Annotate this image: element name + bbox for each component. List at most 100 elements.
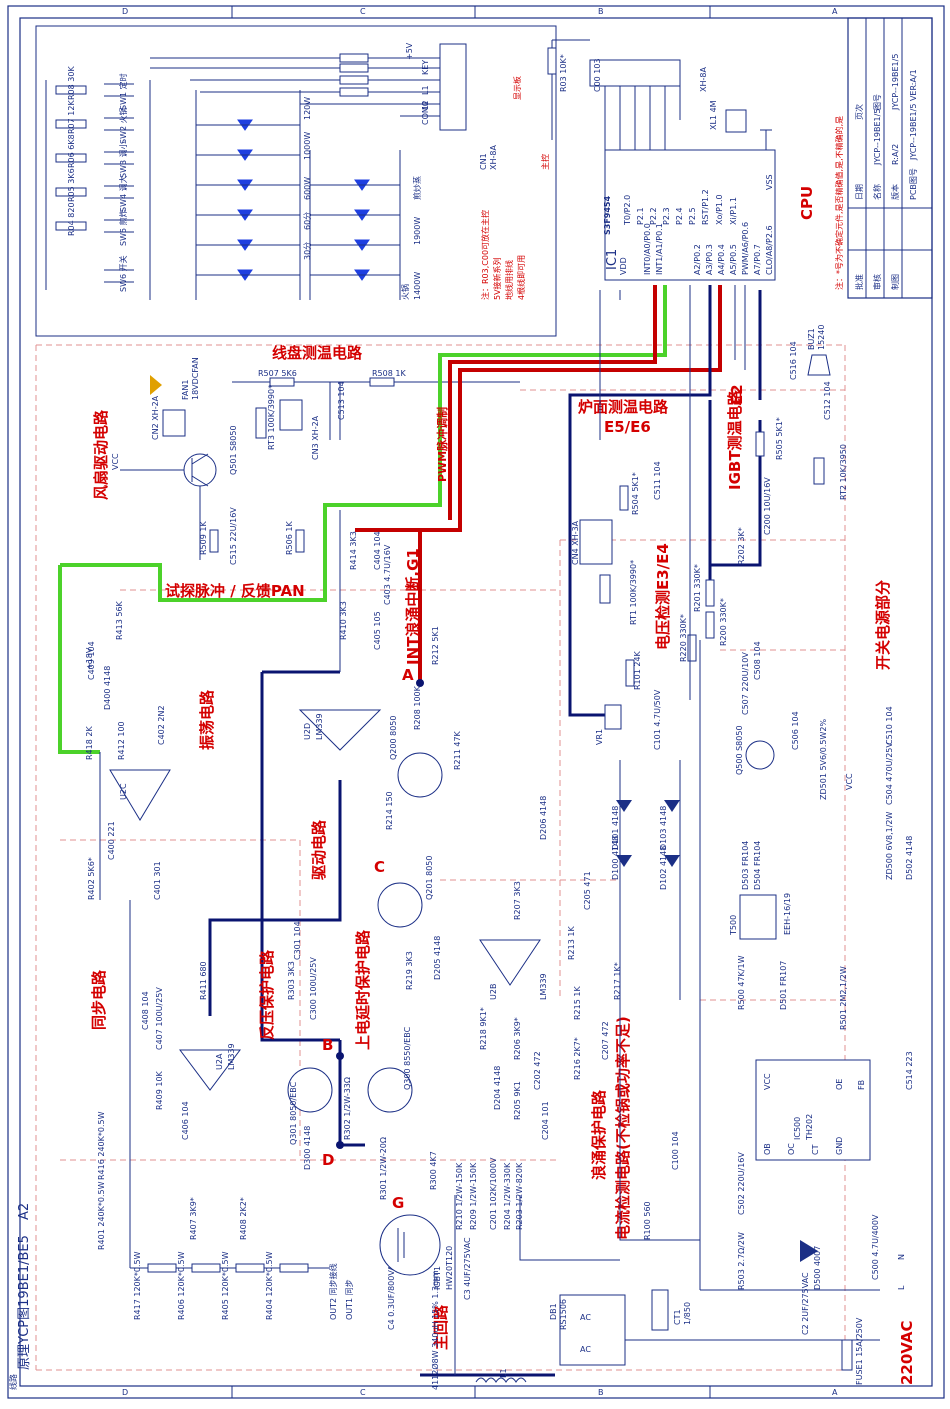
component-label: C515 22U/16V <box>229 507 238 565</box>
component-label: R216 2K7* <box>573 1037 582 1080</box>
component-label: R204 1/2W-330K <box>503 1162 512 1230</box>
component-label: P2.4 <box>675 207 684 225</box>
switch-resistor: R07 12K <box>67 100 76 134</box>
component-label: 名称 <box>872 184 882 200</box>
section-title-igbt-temp: IGBT测温电路 <box>726 389 744 490</box>
component-label: BUZ1 <box>807 328 816 350</box>
component-label: C500 4.7U/400V <box>871 1214 880 1280</box>
component-label: C511 104 <box>653 461 662 500</box>
component-label: CN4 XH-3A <box>571 520 580 565</box>
component-label: R401 240K*0.5W <box>97 1181 106 1250</box>
component-label: C200 10U/16V <box>763 477 772 535</box>
component-label: D101 4148 <box>611 806 620 850</box>
component-label: R505 5K1* <box>775 417 784 460</box>
component-label: ZD500 6V8,1/2W <box>885 811 894 880</box>
component-label: LM339 <box>539 973 548 1000</box>
component-label: FAN1 <box>181 380 190 400</box>
component-label: R501 2M2,1/2W <box>839 966 848 1030</box>
pwm-trace <box>448 285 657 520</box>
led-power: 1400W <box>413 272 422 300</box>
oscillator-section: 振荡电路 U2C U2D LM339 C409 104 R413 56K D40… <box>85 531 440 900</box>
component-label: OB <box>763 1143 772 1155</box>
led-time: 30分 <box>303 242 312 260</box>
component-label: C514 223 <box>905 1051 914 1090</box>
component-label: P2.1 <box>636 207 645 225</box>
section-title-power-on: 上电延时保护电路 <box>354 929 372 1050</box>
cn1-connector: CN1 XH-8A KEY L1 L2 COM0 +5V <box>405 42 498 170</box>
component-label: OE <box>835 1079 844 1090</box>
component-label: 4112Ø8W 340uH 15% 1.3mm <box>430 1270 440 1390</box>
section-title-main-loop: 主回路 <box>432 1304 450 1350</box>
component-label: R411 680 <box>199 961 208 1000</box>
component-label: C510 104 <box>885 706 894 745</box>
component-label: D204 4148 <box>493 1066 502 1110</box>
component-label: R413 56K <box>115 600 124 640</box>
component-label: IGBT1 <box>433 1266 442 1290</box>
component-label: R207 3K3 <box>513 881 522 920</box>
component-label: C100 104 <box>671 1131 680 1170</box>
component-label: AC <box>580 1313 591 1322</box>
component-label: XH-8A <box>699 67 708 92</box>
component-label: 页次 <box>854 104 864 120</box>
component-label: 18VDCFAN <box>191 357 200 400</box>
voltage-detect-trace <box>568 285 712 717</box>
component-label: 图号 <box>873 94 882 110</box>
component-label: R202 3K* <box>737 527 746 565</box>
component-label: C3 4UF/275VAC <box>463 1237 472 1300</box>
cn1-main-side: R03 10K* C00 103 主控 XH-8A <box>540 39 708 170</box>
component-label: 版本 <box>890 184 900 200</box>
component-label: R404 120K*0.5W <box>265 1251 274 1320</box>
section-title-reverse: 反压保护电路 <box>258 949 276 1040</box>
component-label: HW20T120 <box>445 1246 454 1290</box>
component-label: U2C <box>119 783 128 800</box>
component-label: C512 104 <box>823 381 832 420</box>
display-board: R08 30K R07 12K R06 6K8 R05 3K6 R04 820 … <box>35 25 557 337</box>
component-label: VDD <box>619 257 628 275</box>
led-power: 1900W <box>413 217 422 245</box>
component-label: VR1 <box>595 729 604 745</box>
component-label: R407 3K9* <box>189 1197 198 1240</box>
switch-resistor: R08 30K <box>67 66 76 100</box>
component-label: 制图 <box>890 274 900 290</box>
component-label: N <box>897 1254 906 1260</box>
mains-section: 220VAC L N C2 2UF/275VAC FUSE1 15A/250V <box>620 1254 916 1385</box>
section-title-surge: 浪涌保护电路 <box>590 1089 608 1180</box>
component-label: 审核 <box>872 274 882 290</box>
protection-section: 反压保护电路 上电延时保护电路 B D Q301 8050/EBC Q300 8… <box>258 921 442 1200</box>
component-label: EEH-16/19 <box>783 893 792 935</box>
panel-temp-section: 炉面测温电路 E5/E6 CN4 XH-3A R504 5K1* C511 10… <box>571 398 669 625</box>
section-title-panel-temp: 炉面测温电路 <box>578 398 669 416</box>
component-label: R213 1K <box>567 926 576 960</box>
led-power: 1000W <box>303 132 312 160</box>
component-label: R03 10K* <box>559 54 568 92</box>
switch-resistor: R05 3K6 <box>67 168 76 202</box>
node-g: G <box>392 1194 404 1212</box>
component-label: T0/P2.0 <box>623 195 632 226</box>
switch-label: SW2 火锅 <box>118 107 128 144</box>
component-label: P2.2 <box>649 207 658 225</box>
component-label: L2 <box>421 100 430 110</box>
pulse-feedback-trace <box>58 565 100 754</box>
component-label: R215 1K <box>573 986 582 1020</box>
drawing-title: 原理YCP图19BE1/BE5 <box>17 1235 32 1370</box>
drive-section: 驱动电路 A Q200 8050 C Q201 8050 R208 100K R… <box>310 666 592 960</box>
section-title-current: 电流检测电路(不检锅或功率不足) <box>614 1016 632 1240</box>
coil-temp-section: 线盘测温电路 R507 5K6 R508 1K RT3 100K/3990* C… <box>232 344 520 555</box>
component-label: D103 4148 <box>659 806 668 850</box>
border-letter: C <box>360 7 366 16</box>
component-label: Xi/P1.1 <box>729 197 738 225</box>
component-label: RT3 100K/3990* <box>267 385 276 450</box>
component-label: Xo/P1.0 <box>715 194 724 225</box>
section-title-pwm: PWM脉冲调制 <box>435 407 449 482</box>
component-label: R507 5K6 <box>258 369 297 378</box>
component-label: KEY <box>421 60 430 75</box>
component-label: P2.3 <box>662 207 671 225</box>
led-time: 煎炒蒸 <box>412 176 422 200</box>
component-label: R509 1K <box>199 521 208 555</box>
node-c: C <box>374 858 385 876</box>
component-label: C404 104 <box>373 531 382 570</box>
component-label: R220 330K* <box>679 614 688 662</box>
cpu-ic1: IC1 S3F9454 T0/P2.0 P2.1 P2.2 P2.3 P2.4 … <box>603 100 816 281</box>
